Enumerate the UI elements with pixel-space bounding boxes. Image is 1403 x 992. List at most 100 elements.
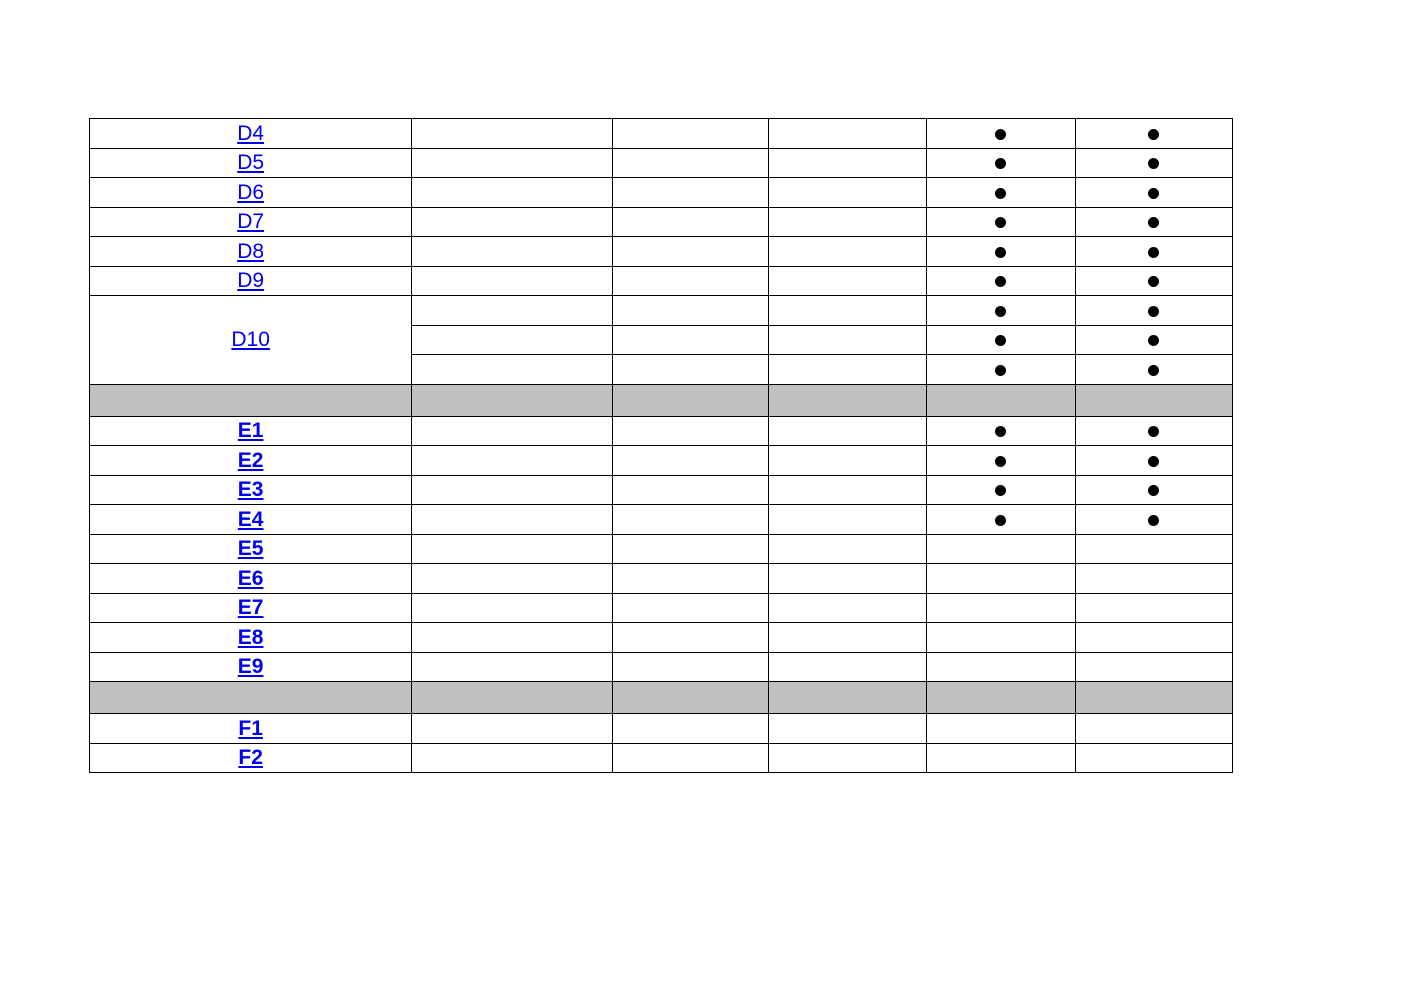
code-cell: D9: [88, 265, 413, 296]
code-link[interactable]: E3: [237, 478, 264, 502]
table-row: E1: [88, 415, 1234, 446]
empty-cell: [411, 177, 614, 208]
code-cell: D10: [88, 295, 413, 385]
mark-cell: [1074, 236, 1234, 267]
code-link[interactable]: D9: [237, 269, 265, 293]
code-cell: F1: [88, 713, 413, 744]
separator-cell: [88, 681, 413, 714]
table-row: F1: [88, 713, 1234, 744]
empty-cell: [612, 206, 769, 237]
mark-cell: [1074, 295, 1234, 326]
separator-cell: [88, 383, 413, 417]
filled-circle-icon: [995, 364, 1007, 376]
empty-cell: [612, 295, 769, 326]
section-separator-row: [88, 681, 1234, 714]
mark-cell: [925, 265, 1076, 296]
empty-cell: [612, 742, 769, 773]
empty-cell: [612, 504, 769, 535]
code-link[interactable]: E9: [237, 655, 264, 679]
code-cell: E3: [88, 474, 413, 505]
empty-cell: [612, 622, 769, 653]
empty-cell: [767, 354, 927, 385]
code-link[interactable]: D10: [231, 328, 270, 352]
empty-cell: [411, 236, 614, 267]
code-cell: D5: [88, 147, 413, 178]
filled-circle-icon: [1148, 217, 1160, 229]
code-link[interactable]: D4: [237, 121, 265, 145]
code-cell: E1: [88, 415, 413, 446]
empty-cell: [411, 474, 614, 505]
code-link[interactable]: E2: [237, 448, 264, 472]
table-row: E5: [88, 533, 1234, 564]
table-row: E3: [88, 474, 1234, 505]
code-link[interactable]: F1: [238, 716, 263, 740]
empty-cell: [612, 324, 769, 355]
mark-cell: [1074, 474, 1234, 505]
empty-cell: [612, 474, 769, 505]
empty-cell: [411, 563, 614, 594]
mark-cell: [925, 118, 1076, 149]
mark-cell: [1074, 206, 1234, 237]
empty-cell: [411, 504, 614, 535]
empty-cell: [767, 445, 927, 476]
empty-cell: [767, 533, 927, 564]
empty-cell: [767, 415, 927, 446]
separator-cell: [411, 681, 614, 714]
mark-cell: [1074, 147, 1234, 178]
filled-circle-icon: [995, 335, 1007, 347]
code-cell: E2: [88, 445, 413, 476]
empty-cell: [612, 265, 769, 296]
empty-cell: [612, 415, 769, 446]
empty-cell: [411, 651, 614, 682]
mark-cell: [1074, 563, 1234, 594]
empty-cell: [411, 445, 614, 476]
mark-cell: [925, 445, 1076, 476]
code-link[interactable]: F2: [238, 746, 263, 770]
empty-cell: [767, 563, 927, 594]
empty-cell: [767, 651, 927, 682]
mark-cell: [925, 533, 1076, 564]
mark-cell: [925, 651, 1076, 682]
table-row: E7: [88, 592, 1234, 623]
code-link[interactable]: D7: [237, 210, 265, 234]
code-link[interactable]: E7: [237, 596, 264, 620]
empty-cell: [612, 118, 769, 149]
code-cell: D8: [88, 236, 413, 267]
empty-cell: [767, 742, 927, 773]
mark-cell: [925, 592, 1076, 623]
filled-circle-icon: [1148, 364, 1160, 376]
code-link[interactable]: E6: [237, 566, 264, 590]
empty-cell: [411, 206, 614, 237]
empty-cell: [612, 236, 769, 267]
code-link[interactable]: D6: [237, 180, 265, 204]
empty-cell: [411, 415, 614, 446]
code-cell: E5: [88, 533, 413, 564]
code-link[interactable]: D5: [237, 151, 265, 175]
separator-cell: [612, 681, 769, 714]
code-cell: E7: [88, 592, 413, 623]
table-row: F2: [88, 742, 1234, 773]
empty-cell: [411, 713, 614, 744]
table-row: E8: [88, 622, 1234, 653]
table-row: [90, 354, 1234, 385]
mark-cell: [925, 563, 1076, 594]
code-link[interactable]: E4: [237, 507, 264, 531]
code-link[interactable]: D8: [237, 239, 265, 263]
mark-cell: [1074, 445, 1234, 476]
empty-cell: [767, 177, 927, 208]
code-link[interactable]: E5: [237, 537, 264, 561]
code-link[interactable]: E1: [237, 419, 264, 443]
mark-cell: [925, 236, 1076, 267]
separator-cell: [767, 681, 927, 714]
filled-circle-icon: [1148, 158, 1160, 170]
empty-cell: [411, 354, 614, 385]
empty-cell: [411, 592, 614, 623]
separator-cell: [767, 383, 927, 417]
mark-cell: [1074, 713, 1234, 744]
empty-cell: [612, 592, 769, 623]
mark-cell: [1074, 177, 1234, 208]
code-link[interactable]: E8: [237, 625, 264, 649]
filled-circle-icon: [1148, 514, 1160, 526]
empty-cell: [767, 147, 927, 178]
